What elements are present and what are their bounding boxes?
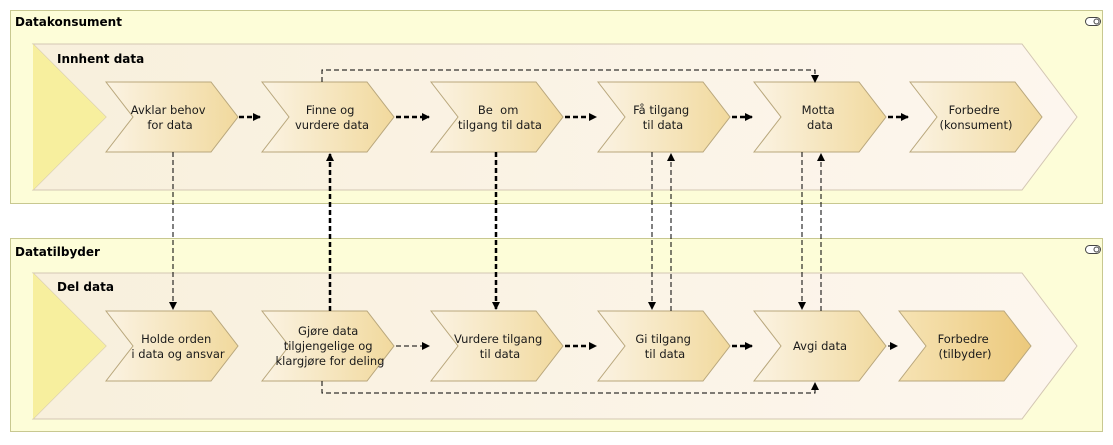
step-label: Få tilgang til data [633, 103, 693, 132]
step-motta-data[interactable]: Motta data [752, 81, 887, 153]
toggle-icon[interactable] [1085, 245, 1101, 254]
value-stream-title: Innhent data [57, 52, 144, 66]
step-finne-og-vurdere[interactable]: Finne og vurdere data [260, 81, 395, 153]
step-fa-tilgang[interactable]: Få tilgang til data [596, 81, 731, 153]
lane-datatilbyder: Datatilbyder Del data Holde orden i data… [10, 238, 1103, 432]
step-label: Finne og vurdere data [295, 103, 369, 132]
flow-arrow [321, 69, 819, 83]
step-label: Be om tilgang til data [458, 103, 542, 132]
flow-arrow [321, 381, 819, 394]
step-holde-orden[interactable]: Holde orden i data og ansvar [104, 310, 239, 382]
value-stream-tail [33, 273, 106, 419]
value-stream-title: Del data [57, 280, 114, 294]
step-forbedre-konsument[interactable]: Forbedre (konsument) [908, 81, 1043, 153]
step-label: Gi tilgang til data [635, 332, 694, 361]
step-avgi-data[interactable]: Avgi data [752, 310, 887, 382]
step-label: Vurdere tilgang til data [454, 332, 546, 361]
step-gjore-data-tilgjengelige[interactable]: Gjøre data tilgjengelige og klargjøre fo… [260, 310, 395, 382]
step-label: Avklar behov for data [131, 103, 209, 132]
lane-datakonsument: Datakonsument Innhent data Avklar behov … [10, 10, 1103, 204]
step-forbedre-tilbyder[interactable]: Forbedre (tilbyder) [897, 310, 1032, 382]
step-label: Forbedre (konsument) [940, 103, 1013, 132]
step-label: Avgi data [793, 339, 847, 353]
step-gi-tilgang[interactable]: Gi tilgang til data [596, 310, 731, 382]
step-label: Motta data [802, 103, 839, 132]
connectors [169, 69, 909, 394]
step-avklar-behov[interactable]: Avklar behov for data [104, 81, 239, 153]
lane-title: Datatilbyder [15, 245, 100, 259]
value-stream-tail [33, 44, 106, 190]
step-label: Holde orden i data og ansvar [131, 332, 225, 361]
step-vurdere-tilgang[interactable]: Vurdere tilgang til data [429, 310, 564, 382]
toggle-icon[interactable] [1085, 17, 1101, 26]
step-be-om-tilgang[interactable]: Be om tilgang til data [429, 81, 564, 153]
step-label: Gjøre data tilgjengelige og klargjøre fo… [276, 324, 385, 368]
step-label: Forbedre (tilbyder) [938, 332, 993, 361]
lane-title: Datakonsument [15, 15, 122, 29]
